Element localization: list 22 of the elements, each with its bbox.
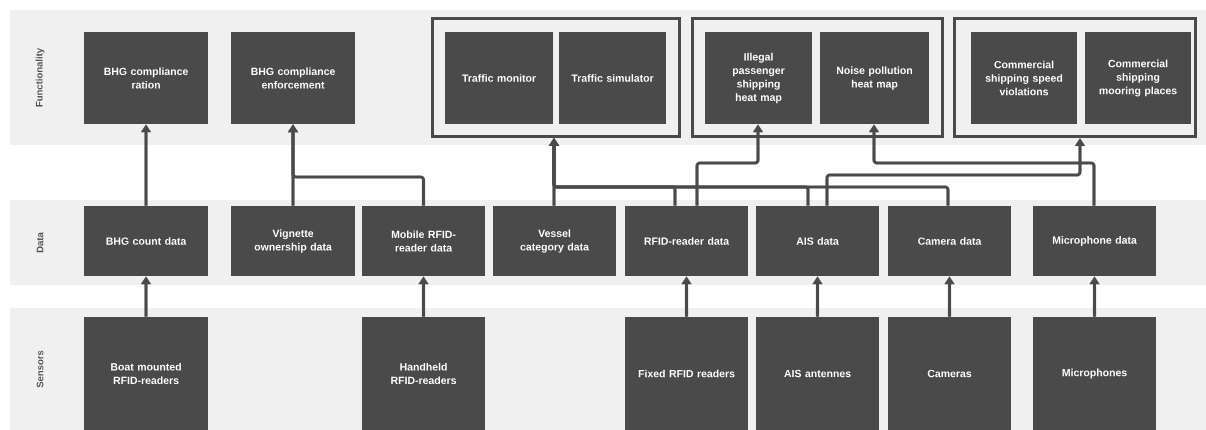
process-box: AIS antennes — [756, 317, 879, 430]
process-box: Traffic monitor — [445, 32, 553, 124]
process-box: Camera data — [888, 206, 1011, 276]
process-box: Fixed RFID readers — [625, 317, 748, 430]
process-box: Boat mounted RFID-readers — [84, 317, 208, 430]
process-box: Microphone data — [1033, 206, 1156, 276]
process-box: Vessel category data — [493, 206, 616, 276]
process-box: Traffic simulator — [559, 32, 666, 124]
process-box: Commercial shipping speed violations — [971, 32, 1077, 124]
process-box: AIS data — [756, 206, 879, 276]
process-box: Commercial shipping mooring places — [1085, 32, 1191, 124]
process-box: Handheld RFID-readers — [362, 317, 485, 430]
process-box: BHG compliance enforcement — [231, 32, 355, 124]
process-box: Noise pollution heat map — [820, 32, 929, 124]
process-box: Vignette ownership data — [231, 206, 355, 276]
process-box: Cameras — [888, 317, 1011, 430]
process-box: BHG count data — [84, 206, 208, 276]
process-box: Microphones — [1033, 317, 1156, 430]
process-box: Mobile RFID-reader data — [362, 206, 485, 276]
process-box: RFID-reader data — [625, 206, 748, 276]
process-box: BHG compliance ration — [84, 32, 208, 124]
process-box: Illegal passenger shipping heat map — [705, 32, 812, 124]
